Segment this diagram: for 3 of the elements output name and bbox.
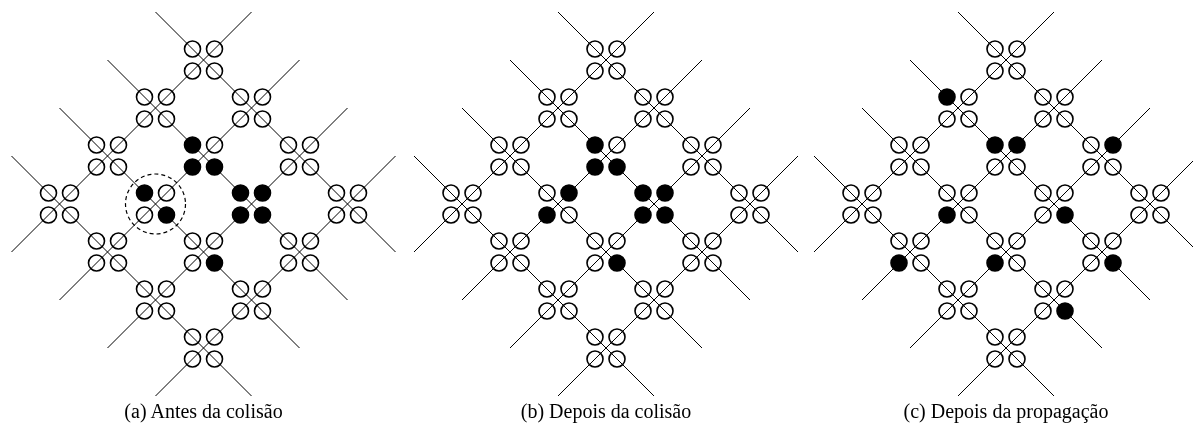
panel-caption: (b) Depois da colisão bbox=[520, 400, 692, 423]
panel-caption: (a) Antes da colisão bbox=[124, 400, 283, 423]
panel-caption: (c) Depois da propagação bbox=[903, 400, 1109, 423]
